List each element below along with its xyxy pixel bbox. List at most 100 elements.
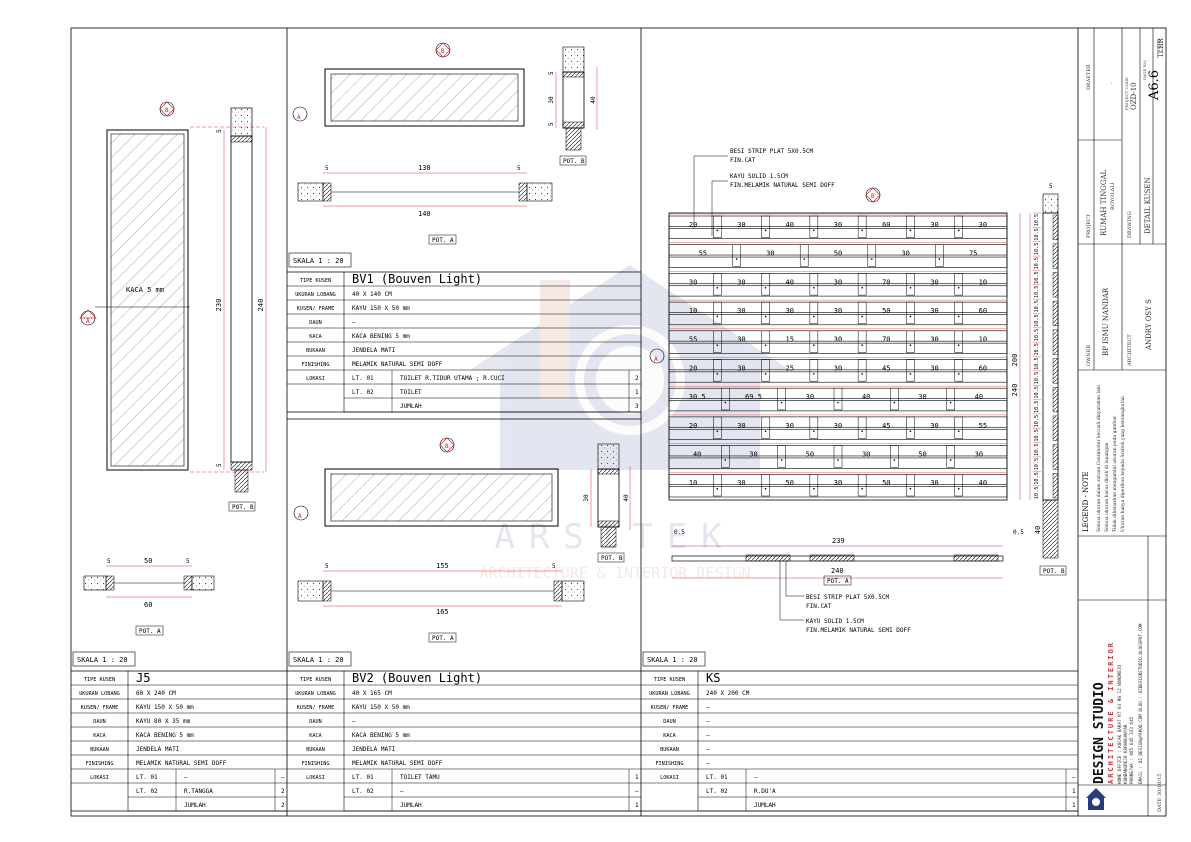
row-height-dim: 10.5 <box>1034 286 1040 299</box>
slat-dim: 30 <box>834 336 842 344</box>
svg-text:DRAFTER: DRAFTER <box>1086 64 1092 90</box>
slat-dim: 30 <box>834 221 842 229</box>
spec-label: KUSEN/ FRAME <box>297 306 334 312</box>
svg-text:A: A <box>298 513 302 520</box>
svg-text:5: 5 <box>548 122 555 126</box>
lokasi-floor: LT. 02 <box>706 788 728 795</box>
svg-text:BOYOLALI: BOYOLALI <box>1110 182 1116 210</box>
bv2-elevation: B A <box>293 437 559 527</box>
slat-dim: 30 <box>834 307 842 315</box>
slat-dim: 30 <box>737 278 745 286</box>
slat-dim: 50 <box>806 450 814 458</box>
spec-label: BUKAAN <box>660 747 679 753</box>
lokasi-qty: 2 <box>281 802 285 809</box>
slat-dim: 30 <box>930 221 938 229</box>
svg-text:A: A <box>654 356 658 363</box>
lokasi-qty: 1 <box>1072 788 1076 795</box>
svg-text:POT. A: POT. A <box>432 237 454 244</box>
spec-value: MELAMIK NATURAL SEMI DOFF <box>352 361 443 368</box>
slat-dim: 40 <box>785 221 793 229</box>
spec-label: KUSEN/ FRAME <box>297 705 334 711</box>
spec-label: KACA <box>663 733 676 739</box>
lokasi-room: JUMLAH <box>400 802 422 809</box>
svg-text:Semua ukuran harus dicek di la: Semua ukuran harus dicek di lapangan <box>1104 442 1110 532</box>
slat-dim: 30 <box>901 250 909 258</box>
slat-dim: 50 <box>918 450 926 458</box>
svg-text:40: 40 <box>1034 526 1042 534</box>
slat-dim: 40 <box>975 393 983 401</box>
lokasi-room: R.TANGGA <box>184 788 213 795</box>
j5-section-marker-a: A <box>79 309 97 326</box>
spec-value: – <box>352 319 356 326</box>
svg-text:ARCHITECTURE & INTERIOR: ARCHITECTURE & INTERIOR <box>1107 641 1115 784</box>
slat-dim: 55 <box>979 422 987 430</box>
svg-text:5: 5 <box>216 463 223 467</box>
slat-dim: 20 <box>689 422 697 430</box>
spec-value: 40 X 165 CM <box>352 690 392 697</box>
slat-dim: 30 <box>749 450 757 458</box>
slat-dim: 45 <box>882 364 890 372</box>
slat-dim: 15 <box>785 336 793 344</box>
lokasi-qty: 2 <box>635 375 639 382</box>
svg-text:5: 5 <box>107 558 111 565</box>
row-height-dim: 10.5 <box>1034 429 1040 442</box>
svg-text:TOTAL: TOTAL <box>1156 38 1161 52</box>
row-height-dim: 10.5 <box>1034 400 1040 413</box>
slat-dim: 30 <box>766 250 774 258</box>
row-height-dim: 10.5 <box>1034 214 1040 227</box>
spec-label: UKURAN LOBANG <box>295 292 336 298</box>
svg-text:DATE: DATE <box>1157 797 1163 812</box>
spec-label: DAUN <box>309 320 322 326</box>
svg-text:Tidak dibenarkan mengambil uku: Tidak dibenarkan mengambil ukuran pada g… <box>1112 415 1118 532</box>
studio-logo <box>1086 788 1106 810</box>
row-height-dim: 10.5 <box>1034 444 1040 457</box>
spec-value: KAYU 150 X 50 mm <box>136 704 194 711</box>
ks-pot-a: 0.5 239 0.5 240 POT. A BESI STRIP PLAT 5… <box>671 529 1024 634</box>
spec-label: KACA <box>93 733 106 739</box>
svg-text:DRAWING: DRAWING <box>1127 211 1133 238</box>
svg-text:EMAIL : OZ_DESIGN@YAHOO.COM B: EMAIL : OZ_DESIGN@YAHOO.COM BLOG : OZDES… <box>1138 623 1144 784</box>
svg-text:A: A <box>297 114 301 121</box>
spec-value: 40 X 140 CM <box>352 291 392 298</box>
lokasi-floor: LT. 01 <box>352 375 374 382</box>
spec-value: KAYU 80 X 35 mm <box>136 718 191 725</box>
slat-dim: 30 <box>930 336 938 344</box>
scale-label: SKALA 1 : 20 <box>293 257 344 265</box>
lokasi-room: – <box>400 788 404 795</box>
row-height-dim: 10.5 <box>1034 329 1040 342</box>
svg-text:230: 230 <box>215 299 223 312</box>
slat-dim: 55 <box>699 250 707 258</box>
lokasi-qty: 1 <box>635 802 639 809</box>
slat-dim: 10 <box>689 479 697 487</box>
slat-dim: 30 <box>834 479 842 487</box>
svg-text:0.5: 0.5 <box>1013 529 1024 536</box>
spec-label: TIPE KUSEN <box>654 677 685 683</box>
lokasi-qty: – <box>635 788 639 795</box>
bv2-pot-a: 5 155 5 165 POT. A <box>297 562 585 643</box>
svg-text:5: 5 <box>325 165 329 172</box>
svg-text:OWNER: OWNER <box>1086 345 1092 366</box>
svg-text:30/10/15: 30/10/15 <box>1157 774 1163 796</box>
spec-value: KACA BENING 5 mm <box>136 732 194 739</box>
lokasi-room: – <box>754 774 758 781</box>
row-height-dim: 10.5 <box>1034 228 1040 241</box>
ks-pot-b: 5 200 240 40 POT. B 10.510.510.510.510.5… <box>1011 183 1067 576</box>
svg-text:60: 60 <box>144 601 152 609</box>
spec-value: – <box>706 718 710 725</box>
slat-dim: 30 <box>979 221 987 229</box>
svg-text:0.5: 0.5 <box>674 529 685 536</box>
spec-value: JENDELA MATI <box>352 347 396 354</box>
svg-text:Ukuran hanya diperiksa kepada: Ukuran hanya diperiksa kepada Arsitek ya… <box>1120 396 1126 532</box>
spec-label: TIPE KUSEN <box>84 677 115 683</box>
slat-dim: 30 <box>785 422 793 430</box>
slat-dim: 50 <box>882 307 890 315</box>
scale-label: SKALA 1 : 20 <box>77 656 128 664</box>
lokasi-room: TOILET TAMU <box>400 774 440 781</box>
frame <box>70 27 1167 817</box>
svg-text:BP ISMU NANDAR: BP ISMU NANDAR <box>1102 287 1110 356</box>
svg-text:240: 240 <box>831 567 844 575</box>
j5-section-marker-b: B <box>159 101 175 117</box>
slat-dim: 60 <box>979 307 987 315</box>
